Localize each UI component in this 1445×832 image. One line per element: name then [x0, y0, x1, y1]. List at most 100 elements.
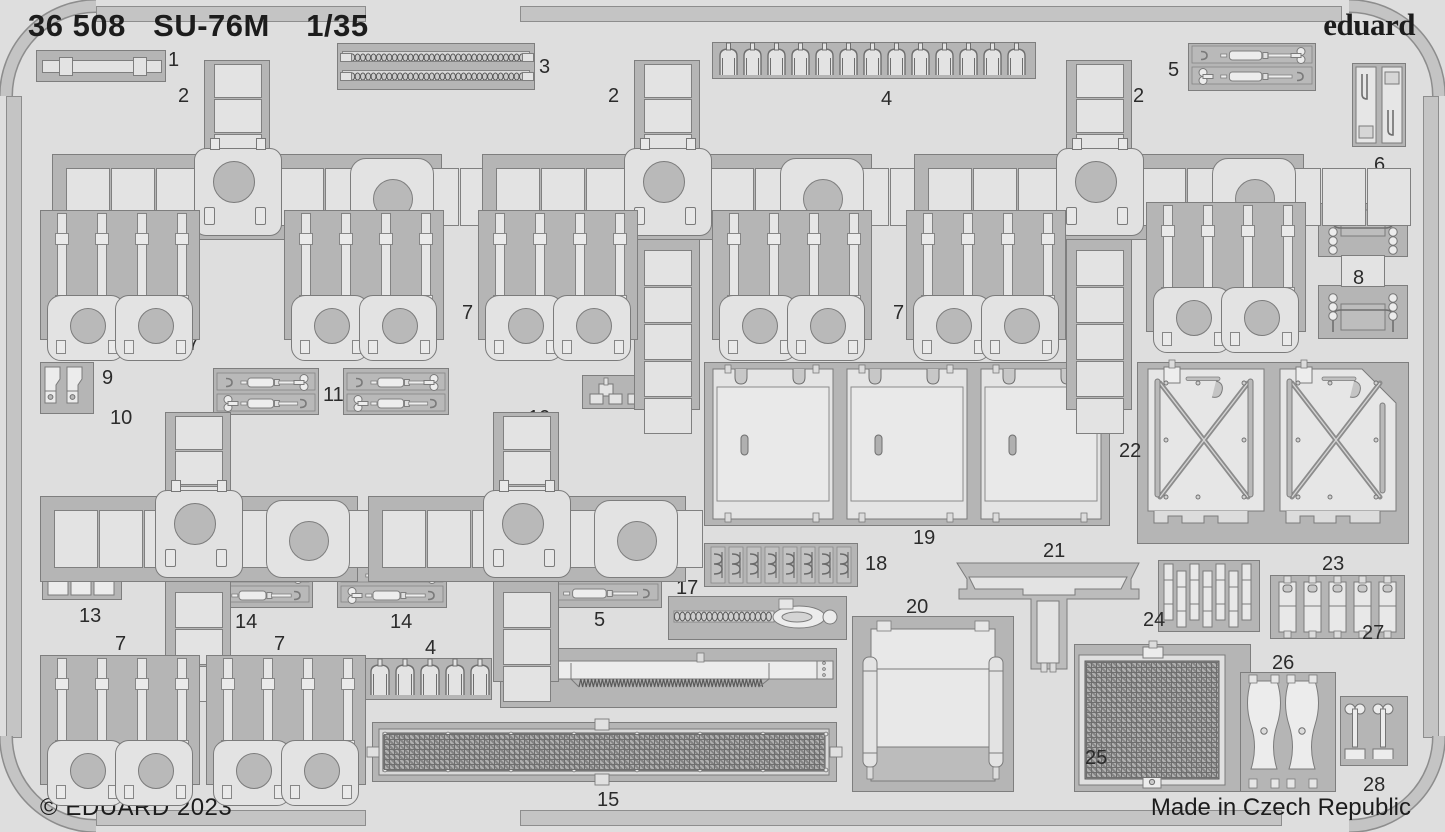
- part-number-callout-17: 17: [676, 577, 699, 599]
- part-10-track-fret-left-idler-disc: [289, 521, 329, 561]
- part-7-roadwheels-r1-3-wheel0: [719, 295, 797, 361]
- part-7-roadwheels-r1-1-wheel0: [291, 295, 369, 361]
- part-7-roadwheels-r1-0-arm-pin-top1: [95, 233, 109, 245]
- part-7-roadwheels-r2-0-arm-pin-top3: [175, 678, 189, 690]
- part-7-roadwheels-r2-0-wheel0: [47, 740, 125, 806]
- part-11-turnbuckles-a: [213, 368, 319, 415]
- part-7-roadwheels-r2-1-wheel-disc1: [304, 753, 340, 789]
- part-10-track-fret-left-track-link-l1: [99, 510, 143, 568]
- part-2-track-fret-center-vlink-down: [644, 361, 692, 397]
- chain-strip-top: [342, 51, 530, 62]
- part-7-roadwheels-r1-2-wheel-tab-l1: [562, 340, 572, 354]
- part-2-track-fret-right-sprocket-hub: [1056, 148, 1144, 236]
- part-7-roadwheels-r2-0-wheel1: [115, 740, 193, 806]
- part-2-track-fret-left-sprocket-disc: [213, 161, 255, 203]
- part-9-tapered-levers: [40, 362, 94, 414]
- part-7-roadwheels-r1-2: [478, 210, 638, 361]
- part-7-roadwheels-r1-0-wheel-tab-l0: [56, 340, 66, 354]
- part-10-track-fret-right-idler-disc: [617, 521, 657, 561]
- part-7-roadwheels-r1-4-arm-pin-top0: [921, 233, 935, 245]
- part-7-roadwheels-r1-5-arm-pin-top3: [1281, 225, 1295, 237]
- part-7-roadwheels-r2-1-wheel-tab-l0: [222, 785, 232, 799]
- part-7-roadwheels-r1-5-wheel-disc0: [1176, 300, 1212, 336]
- part-number-callout-21: 21: [1043, 540, 1066, 562]
- part-number-callout-8: 8: [1353, 267, 1365, 289]
- part-2-track-fret-right-track-link-r4: [1322, 168, 1366, 226]
- part-number-callout-5b: 5: [594, 609, 606, 631]
- part-10-track-fret-right-vlink-down: [503, 629, 551, 665]
- part-7-roadwheels-r1-5-wheel-tab-l1: [1230, 332, 1240, 346]
- part-number-callout-13: 13: [79, 605, 102, 627]
- part-17-chain-towing-eye: [668, 596, 847, 640]
- part-7-roadwheels-r1-4-wheel0: [913, 295, 991, 361]
- part-number-callout-10a: 10: [110, 407, 133, 429]
- part-2-track-fret-center-vlink-up: [644, 99, 692, 133]
- part-7-roadwheels-r1-1-wheel-tab-l0: [300, 340, 310, 354]
- part-7-roadwheels-r2-1-arm-pin-top2: [301, 678, 315, 690]
- part-7-roadwheels-r2-1-wheel-disc0: [236, 753, 272, 789]
- part-2-track-fret-center-vlink-down: [644, 250, 692, 286]
- part-7-roadwheels-r1-1-arm-pin-top2: [379, 233, 393, 245]
- part-7-roadwheels-r1-5-arm-pin-top2: [1241, 225, 1255, 237]
- part-10-track-fret-right-vlink-up: [503, 416, 551, 450]
- part-7-roadwheels-r2-1-wheel1: [281, 740, 359, 806]
- part-10-track-fret-right-idler-wheel: [594, 500, 678, 578]
- part-number-callout-24: 24: [1143, 609, 1166, 631]
- part-7-roadwheels-r1-5-arm-pin-top0: [1161, 225, 1175, 237]
- part-1-end-tab-left: [59, 57, 73, 76]
- part-25-square-mesh: [1074, 640, 1251, 792]
- part-2-track-fret-left-vlink-up: [214, 64, 262, 98]
- part-22-23-braced-panels: [1137, 359, 1409, 544]
- part-2-track-fret-center-sprocket-hub: [624, 148, 712, 236]
- part-number-callout-2c: 2: [1133, 85, 1145, 107]
- part-10-track-fret-right-hub-tab-right: [544, 549, 555, 567]
- part-7-roadwheels-r1-0-wheel0: [47, 295, 125, 361]
- part-number-callout-26: 26: [1272, 652, 1295, 674]
- part-7-roadwheels-r1-5-wheel1: [1221, 287, 1299, 353]
- part-8-bridge: [1341, 255, 1385, 287]
- part-2-track-fret-right-hub-tab-right: [1117, 207, 1128, 225]
- part-7-roadwheels-r1-4-arm-pin-top2: [1001, 233, 1015, 245]
- part-7-roadwheels-r2-1-wheel-tab-r1: [342, 785, 352, 799]
- part-7-roadwheels-r1-1-wheel-disc0: [314, 308, 350, 344]
- part-11-turnbuckles-b: [343, 368, 449, 415]
- part-7-roadwheels-r1-4-wheel-tab-l0: [922, 340, 932, 354]
- part-7-roadwheels-r1-4-wheel-disc0: [936, 308, 972, 344]
- part-26-wavy-strips: [1240, 672, 1336, 792]
- part-7-roadwheels-r1-2-wheel-tab-r1: [614, 340, 624, 354]
- part-7-roadwheels-r2-1-wheel-tab-l1: [290, 785, 300, 799]
- part-10-track-fret-left-track-link-l0: [54, 510, 98, 568]
- part-number-callout-2b: 2: [608, 85, 620, 107]
- part-7-roadwheels-r1-3-wheel-tab-l0: [728, 340, 738, 354]
- part-7-roadwheels-r1-1-wheel-tab-l1: [368, 340, 378, 354]
- part-10-track-fret-right-track-link-l1: [427, 510, 471, 568]
- part-10-track-fret-right-vlink-down: [503, 666, 551, 702]
- part-number-callout-7e: 7: [893, 302, 905, 324]
- part-10-track-fret-left-hub-tab-left: [165, 549, 176, 567]
- part-7-roadwheels-r1-2-arm-pin-top0: [493, 233, 507, 245]
- part-2-track-fret-center-nub-b: [686, 138, 696, 150]
- part-number-callout-4b: 4: [425, 637, 437, 659]
- part-7-roadwheels-r1-4-wheel1: [981, 295, 1059, 361]
- part-10-track-fret-right: [368, 412, 703, 726]
- part-1-end-tab-right: [133, 57, 147, 76]
- part-number-callout-15: 15: [597, 789, 620, 811]
- part-2-track-fret-right-vlink-down: [1076, 398, 1124, 434]
- part-7-roadwheels-r1-2-wheel-tab-l0: [494, 340, 504, 354]
- part-3-tab-left-top: [340, 53, 352, 62]
- part-number-callout-11: 11: [323, 384, 344, 406]
- part-number-callout-27: 27: [1362, 622, 1385, 644]
- part-7-roadwheels-r1-4-wheel-tab-r1: [1042, 340, 1052, 354]
- part-7-roadwheels-r2-0-wheel-tab-l0: [56, 785, 66, 799]
- part-7-roadwheels-r1-1-arm-pin-top1: [339, 233, 353, 245]
- part-2-track-fret-center-vlink-down: [644, 287, 692, 323]
- part-7-roadwheels-r1-3-arm-pin-top2: [807, 233, 821, 245]
- part-7-roadwheels-r2-0-wheel-tab-l1: [124, 785, 134, 799]
- part-10-track-fret-left-vlink-down: [175, 592, 223, 628]
- part-2-track-fret-right-nub-b: [1118, 138, 1128, 150]
- part-7-roadwheels-r1-5-wheel0: [1153, 287, 1231, 353]
- page-title: 36 508 SU-76M 1/35: [28, 8, 369, 43]
- part-number-callout-9: 9: [102, 367, 114, 389]
- part-2-track-fret-center-nub-a: [640, 138, 650, 150]
- part-2-track-fret-right-nub-a: [1072, 138, 1082, 150]
